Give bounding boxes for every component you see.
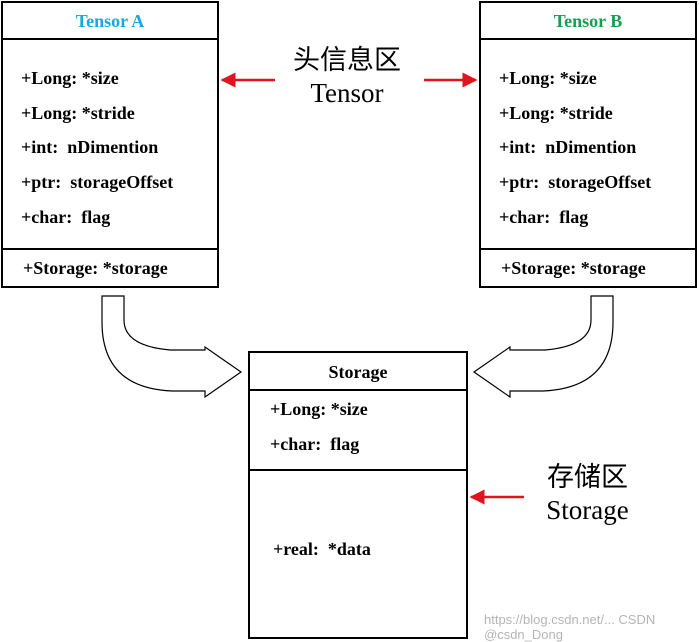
tensor-b-class-box: Tensor B +Long: *size +Long: *stride +in… (479, 1, 697, 288)
csdn-watermark: https://blog.csdn.net/... CSDN @csdn_Don… (484, 612, 656, 642)
tensor-a-methods: +Storage: *storage (3, 250, 217, 286)
tensor-a-field-ndimention: +int: nDimention (21, 137, 159, 157)
storage-region-label: 存储区 Storage (520, 461, 655, 527)
storage-method-data: +real: *data (273, 539, 371, 559)
tensor-b-field-size: +Long: *size (499, 68, 597, 88)
curved-arrow-right (472, 295, 614, 399)
tensor-a-field-size: +Long: *size (21, 68, 119, 88)
tensor-a-field-flag: +char: flag (21, 207, 111, 227)
tensor-a-title: Tensor A (3, 3, 217, 40)
tensor-a-method-storage: +Storage: *storage (23, 258, 168, 278)
tensor-b-field-ndimention: +int: nDimention (499, 137, 637, 157)
curved-arrow-left (101, 295, 243, 399)
storage-title: Storage (250, 353, 466, 391)
storage-field-size: +Long: *size (270, 399, 368, 419)
tensor-a-field-storageoffset: +ptr: storageOffset (21, 172, 174, 192)
storage-fields: +Long: *size +char: flag (250, 391, 466, 471)
tensor-a-class-box: Tensor A +Long: *size +Long: *stride +in… (1, 1, 219, 288)
storage-field-flag: +char: flag (270, 434, 360, 454)
tensor-a-fields: +Long: *size +Long: *stride +int: nDimen… (3, 40, 217, 250)
tensor-b-title: Tensor B (481, 3, 695, 40)
tensor-b-field-storageoffset: +ptr: storageOffset (499, 172, 652, 192)
storage-region-en: Storage (546, 495, 629, 525)
tensor-b-field-stride: +Long: *stride (499, 103, 613, 123)
storage-region-cn: 存储区 (547, 462, 628, 492)
tensor-b-fields: +Long: *size +Long: *stride +int: nDimen… (481, 40, 695, 250)
tensor-a-field-stride: +Long: *stride (21, 103, 135, 123)
tensor-b-method-storage: +Storage: *storage (501, 258, 646, 278)
storage-class-box: Storage +Long: *size +char: flag +real: … (248, 351, 468, 639)
storage-methods: +real: *data (250, 471, 466, 637)
header-region-cn: 头信息区 (293, 45, 401, 75)
header-region-label: 头信息区 Tensor (272, 44, 422, 110)
tensor-b-methods: +Storage: *storage (481, 250, 695, 286)
tensor-b-field-flag: +char: flag (499, 207, 589, 227)
header-region-en: Tensor (310, 78, 384, 108)
